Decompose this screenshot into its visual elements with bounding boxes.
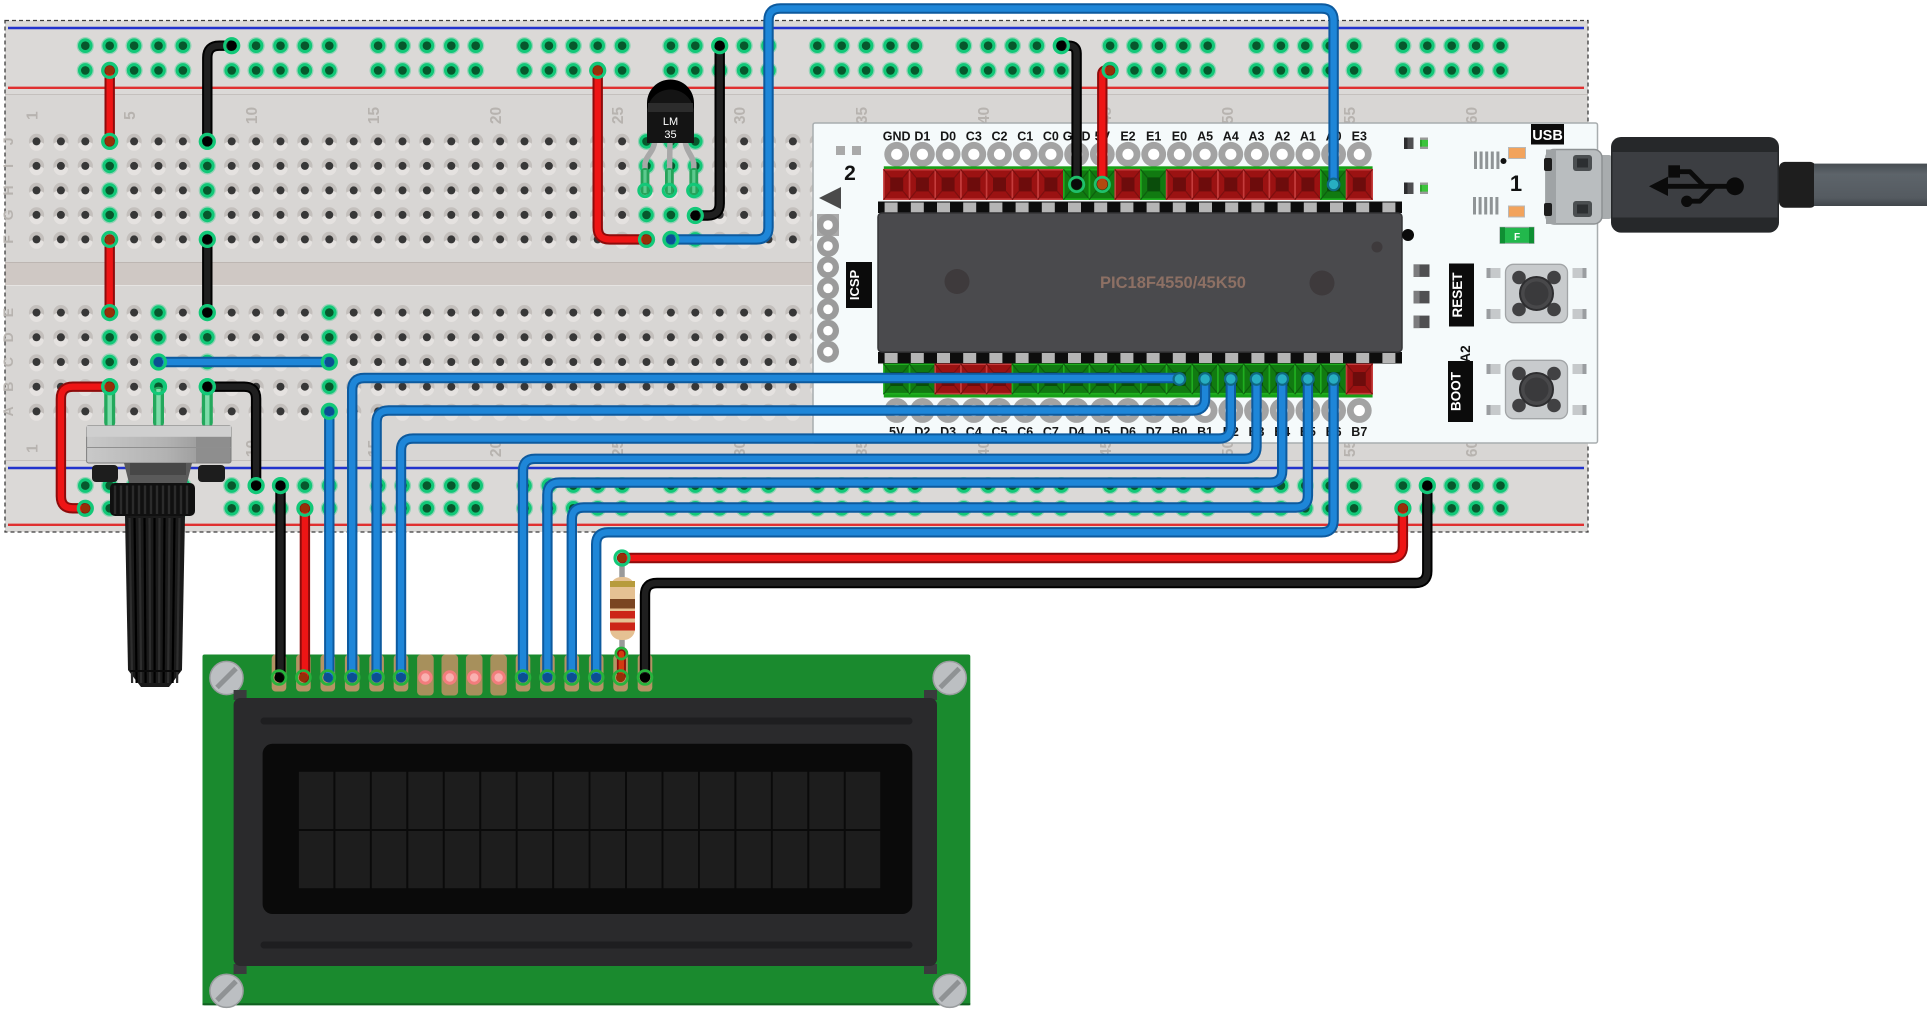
svg-text:A3: A3 [1249,130,1265,144]
svg-text:60: 60 [1464,440,1481,457]
svg-text:1: 1 [25,444,42,453]
svg-text:USB: USB [1532,128,1563,144]
svg-text:F: F [0,235,16,244]
svg-text:ICSP: ICSP [847,270,862,301]
svg-text:E0: E0 [1172,130,1187,144]
svg-text:D0: D0 [940,130,956,144]
svg-text:15: 15 [366,107,383,125]
svg-text:35: 35 [854,440,871,458]
svg-text:40: 40 [976,107,993,124]
svg-text:A1: A1 [1300,130,1316,144]
svg-text:50: 50 [1220,107,1237,124]
svg-text:E: E [0,308,16,317]
svg-text:RESET: RESET [1450,272,1465,318]
svg-text:G: G [0,209,16,220]
svg-text:D: D [0,332,16,342]
svg-text:1: 1 [25,111,42,120]
svg-text:F: F [1514,232,1520,243]
svg-text:LM: LM [663,116,678,128]
svg-text:50: 50 [1220,440,1237,457]
svg-text:55: 55 [1342,440,1359,458]
svg-text:A5: A5 [1197,130,1213,144]
svg-text:20: 20 [488,440,505,457]
svg-text:BOOT: BOOT [1449,371,1464,411]
svg-text:C: C [0,357,16,367]
svg-text:60: 60 [1464,107,1481,124]
svg-text:E1: E1 [1146,130,1161,144]
svg-text:C3: C3 [966,130,982,144]
svg-text:A2: A2 [1458,345,1473,362]
svg-text:B7: B7 [1351,425,1367,439]
svg-text:2: 2 [844,162,856,185]
svg-text:C1: C1 [1017,130,1033,144]
svg-text:35: 35 [664,129,676,141]
svg-text:25: 25 [610,107,627,125]
svg-text:5: 5 [122,111,139,120]
svg-text:A: A [0,406,16,416]
svg-text:30: 30 [732,440,749,457]
svg-text:55: 55 [1342,107,1359,125]
svg-text:A4: A4 [1223,130,1239,144]
svg-text:1: 1 [1510,171,1522,196]
svg-text:C0: C0 [1043,130,1059,144]
svg-text:25: 25 [610,440,627,458]
svg-text:I: I [0,164,16,168]
svg-text:40: 40 [976,440,993,457]
svg-text:GND: GND [883,130,911,144]
svg-text:35: 35 [854,107,871,125]
svg-text:A2: A2 [1274,130,1290,144]
svg-text:E3: E3 [1352,130,1367,144]
svg-text:PIC18F4550/45K50: PIC18F4550/45K50 [1100,273,1246,292]
svg-text:B: B [0,382,16,392]
svg-text:20: 20 [488,107,505,124]
svg-text:30: 30 [732,107,749,124]
svg-text:H: H [0,185,16,195]
svg-text:45: 45 [1098,440,1115,458]
svg-text:C2: C2 [992,130,1008,144]
svg-text:10: 10 [244,107,261,124]
svg-text:J: J [0,138,16,146]
svg-text:D1: D1 [914,130,930,144]
svg-text:E2: E2 [1120,130,1135,144]
